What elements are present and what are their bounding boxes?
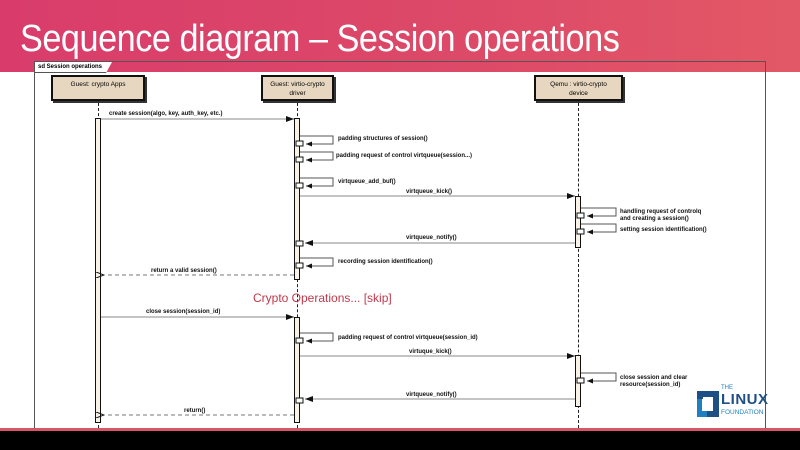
message-virtqueue-notify: virtqueue_notify(): [406, 235, 457, 241]
lifeline-label-2: driver: [289, 90, 306, 97]
activation-apps: [95, 118, 101, 423]
message-handling-request: handling request of controlq and creatin…: [620, 209, 701, 223]
message-return: return(): [184, 408, 206, 414]
frame-label: sd Session operations: [35, 62, 112, 73]
slide: Sequence diagram – Session operations sd…: [0, 0, 800, 431]
message-create-session: create session(algo, key, auth_key, etc.…: [109, 111, 223, 117]
message-virtqueue-notify-2: virtqueue_notify(): [406, 392, 457, 398]
logo-the: THE: [721, 385, 733, 391]
message-padding-request: padding request of control virtqueue(ses…: [336, 153, 473, 159]
linux-foundation-logo-icon: [697, 391, 719, 417]
activation-driver-1: [294, 118, 300, 280]
activation-driver-2: [294, 317, 300, 423]
message-line-1: handling request of controlq: [620, 209, 702, 215]
lifeline-qemu-virtio-crypto-device: Qemu : virtio-crypto device: [534, 75, 623, 101]
message-close-session-clear: close session and clear resource(session…: [620, 375, 687, 389]
linux-foundation-logo: THE LINUX FOUNDATION: [697, 385, 777, 425]
crypto-operations-note: Crypto Operations... [skip]: [253, 291, 392, 305]
lifeline-crypto-apps: Guest: crypto Apps: [51, 75, 145, 101]
lifeline-label: Guest: virtio-crypto: [270, 81, 325, 88]
message-setting-session-id: setting session identification(): [620, 227, 707, 233]
lifeline-virtio-crypto-driver: Guest: virtio-crypto driver: [261, 75, 334, 101]
sequence-diagram-frame: [34, 61, 766, 431]
slide-title: Sequence diagram – Session operations: [20, 18, 620, 60]
message-recording-session-id: recording session identification(): [338, 259, 433, 265]
lifeline-label-2: device: [569, 90, 588, 97]
message-padding-request-close: padding request of control virtqueue(ses…: [338, 335, 478, 341]
logo-foundation: FOUNDATION: [721, 409, 764, 416]
message-padding-structures: padding structures of session(): [338, 136, 428, 142]
message-line-2: and creating a session(): [620, 216, 689, 222]
activation-device-1: [575, 196, 581, 248]
message-line-1: close session and clear: [620, 375, 688, 381]
message-virtuque-kick: virtuque_kick(): [409, 349, 452, 355]
message-return-valid-session: return a valid session(): [151, 268, 217, 274]
lifeline-device-line: [578, 103, 579, 428]
lifeline-label: Qemu : virtio-crypto: [550, 81, 607, 88]
bottom-accent-line: [0, 428, 800, 431]
logo-linux: LINUX: [721, 391, 769, 408]
message-virtqueue-add-buf: virtqueue_add_buf(): [338, 179, 396, 185]
slide-header: [0, 0, 800, 72]
message-close-session: close session(session_id): [146, 309, 221, 315]
lifeline-label: Guest: crypto Apps: [70, 81, 126, 88]
message-arrows: [0, 116, 617, 431]
message-virtqueue-kick: virtqueue_kick(): [406, 189, 453, 195]
message-line-2: resource(session_id): [620, 382, 681, 388]
